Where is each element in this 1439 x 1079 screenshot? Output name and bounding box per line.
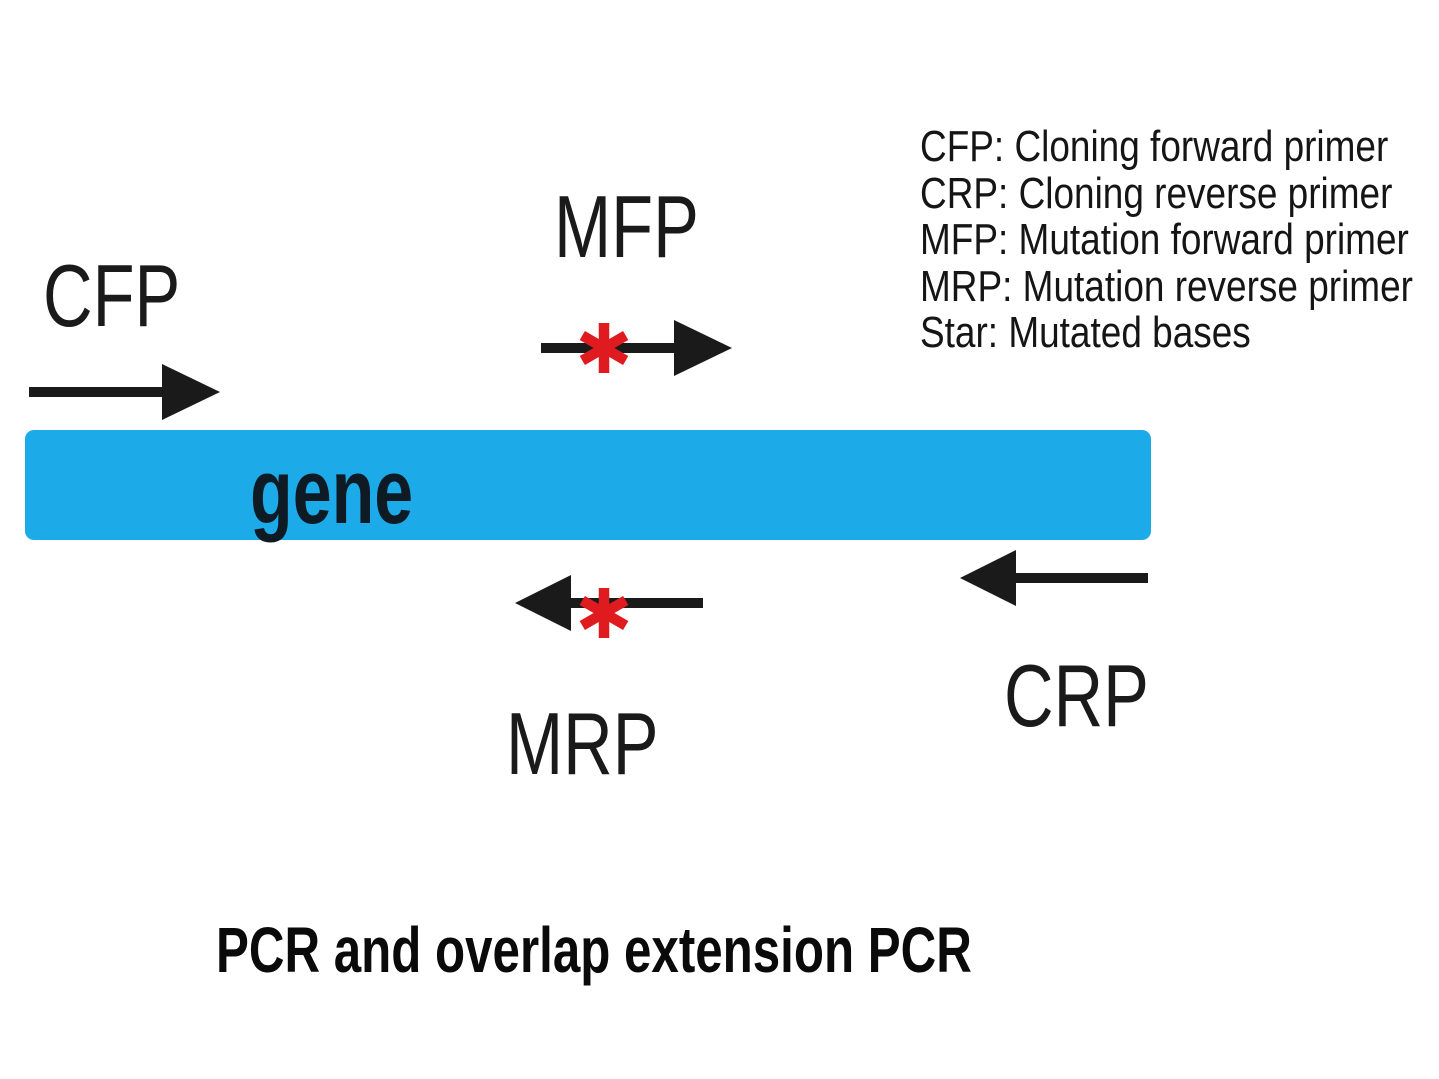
gene-bar [25, 430, 1151, 540]
mfp-label: MFP [554, 177, 699, 276]
legend-line-mfp: MFP: Mutation forward primer [920, 215, 1409, 264]
arrow-head [960, 550, 1016, 606]
legend-line-cfp: CFP: Cloning forward primer [920, 122, 1389, 171]
mutation-star-icon [579, 588, 629, 638]
star-spoke [579, 330, 629, 366]
cfp-arrow-right-icon [29, 364, 220, 420]
crp-arrow-left-icon [960, 550, 1148, 606]
arrow-head [674, 320, 732, 376]
legend-line-crp: CRP: Cloning reverse primer [920, 168, 1393, 218]
legend-line-star: Star: Mutated bases [920, 308, 1251, 357]
arrow-head [515, 575, 571, 631]
legend: CFP: Cloning forward primer CRP: Cloning… [920, 122, 1413, 357]
mrp-label: MRP [506, 694, 659, 793]
gene-label: gene [250, 441, 414, 543]
cfp-label: CFP [43, 246, 181, 345]
star-spoke [579, 595, 629, 631]
legend-line-mrp: MRP: Mutation reverse primer [920, 261, 1413, 311]
crp-label: CRP [1004, 646, 1149, 745]
mutation-star-icon [579, 323, 629, 373]
figure-title: PCR and overlap extension PCR [216, 914, 972, 986]
arrow-head [162, 364, 220, 420]
mfp-arrow-right-icon [541, 320, 732, 376]
